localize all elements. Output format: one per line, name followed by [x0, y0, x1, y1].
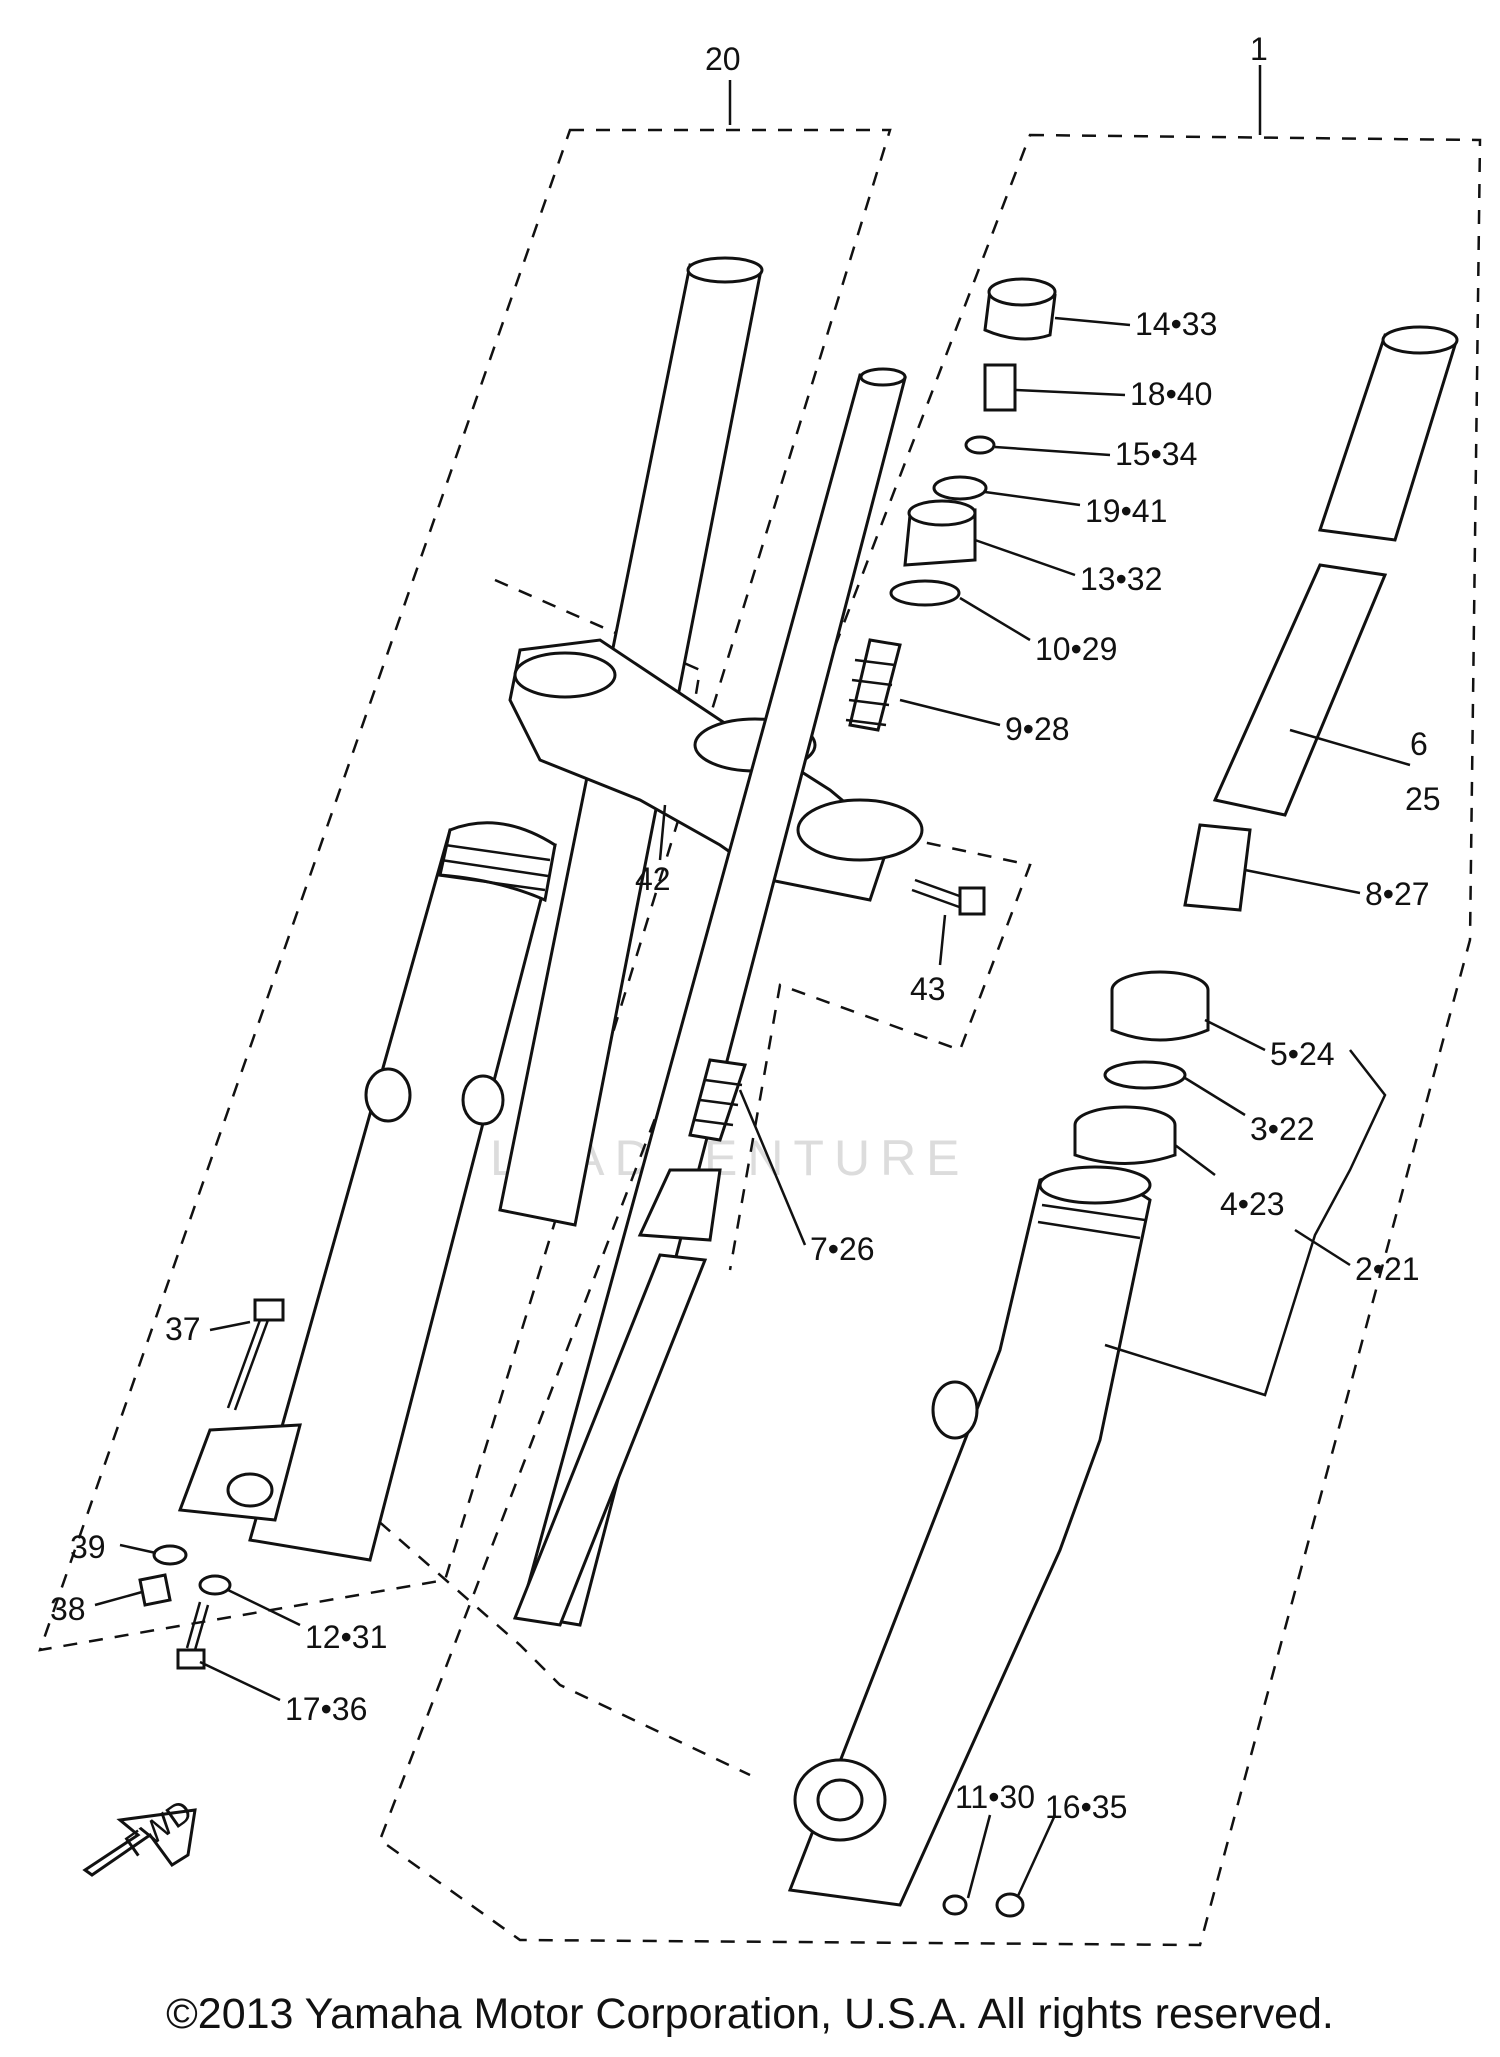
washer-39 [152, 1544, 188, 1566]
callout-16-35: 16•35 [1045, 1789, 1127, 1825]
callout-12-31: 12•31 [305, 1619, 387, 1655]
bolt-16-35 [995, 1892, 1025, 1918]
copyright-notice: ©2013 Yamaha Motor Corporation, U.S.A. A… [166, 1990, 1334, 2038]
right-fork-inner-tube [1318, 325, 1459, 542]
callout-39: 39 [70, 1529, 106, 1565]
callout-18-40: 18•40 [1130, 376, 1212, 412]
damper-inner-boundary [359, 1504, 751, 1777]
right-fork-outer-tube [787, 1165, 1152, 1907]
callout-13-32: 13•32 [1080, 561, 1162, 597]
callout-17-36: 17•36 [285, 1691, 367, 1727]
callout-11-30: 11•30 [955, 1779, 1035, 1815]
gasket-10-29 [889, 579, 961, 607]
left-fork-group-boundary [38, 128, 892, 1652]
gasket-12-31 [198, 1574, 232, 1596]
oil-seal-4-23 [1073, 1105, 1177, 1165]
leader-lines [94, 316, 1411, 1899]
clip-3-22 [1103, 1060, 1187, 1090]
callout-25: 25 [1405, 781, 1441, 817]
bracket-inner-boundary [494, 578, 1032, 1271]
dust-seal-5-24 [1110, 970, 1210, 1042]
callout-37: 37 [165, 1311, 201, 1347]
callout-6: 6 [1410, 726, 1428, 762]
callout-8-27: 8•27 [1365, 876, 1430, 912]
washer-11-30 [942, 1894, 968, 1916]
clip-19-41 [932, 475, 988, 501]
spring-9-28 [845, 638, 902, 732]
left-fork-outer-tube [177, 821, 557, 1562]
nut-38 [138, 1573, 172, 1607]
callout-5-24: 5•24 [1270, 1036, 1335, 1072]
callout-20: 20 [705, 41, 741, 77]
damper-seat [637, 1168, 722, 1242]
callout-2-21: 2•21 [1355, 1251, 1420, 1287]
callout-3-22: 3•22 [1250, 1111, 1315, 1147]
callout-42: 42 [635, 861, 671, 897]
callout-9-28: 9•28 [1005, 711, 1070, 747]
spring-7-26 [688, 1058, 747, 1142]
callout-14-33: 14•33 [1135, 306, 1217, 342]
callout-15-34: 15•34 [1115, 436, 1197, 472]
callout-43: 43 [910, 971, 946, 1007]
left-fork-bolt-37 [226, 1298, 285, 1411]
callout-19-41: 19•41 [1085, 493, 1167, 529]
damper-rod [512, 367, 907, 1627]
bolt-43 [911, 878, 986, 916]
valve-18-40 [983, 363, 1017, 412]
cap-14-33 [983, 277, 1057, 341]
callout-38: 38 [50, 1591, 86, 1627]
bolt-17-36 [176, 1601, 210, 1670]
right-fork-group-boundary [378, 133, 1482, 1947]
callout-10-29: 10•29 [1035, 631, 1117, 667]
callout-1: 1 [1250, 31, 1268, 67]
slide-metal-8-27 [1183, 823, 1252, 912]
o-ring-15-34 [964, 435, 996, 455]
fwd-arrow-icon: FWD [82, 1792, 199, 1877]
callout-4-23: 4•23 [1220, 1186, 1285, 1222]
fork-tube-6 [1212, 563, 1388, 817]
callout-7-26: 7•26 [810, 1231, 875, 1267]
cap-bolt-13-32 [903, 499, 977, 567]
